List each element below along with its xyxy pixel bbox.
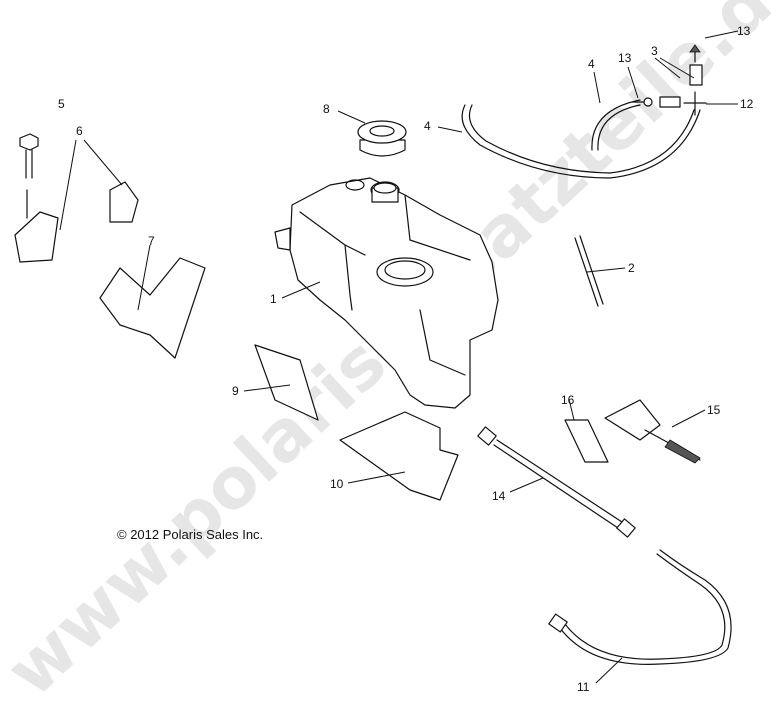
retaining-rod (574, 235, 604, 307)
fuel-tank (274, 177, 499, 409)
callout-labels: 1 2 3 4 4 5 6 7 8 9 10 11 12 13 13 14 15… (58, 24, 754, 694)
callout-15: 15 (707, 403, 721, 417)
callout-10: 10 (330, 477, 344, 491)
fuel-cap (357, 120, 407, 157)
callout-2: 2 (628, 261, 635, 275)
callout-5: 5 (58, 97, 65, 111)
bolt (19, 133, 39, 219)
callout-11: 11 (577, 680, 590, 694)
fuel-sleeve (564, 419, 609, 463)
tank-pad (99, 257, 206, 359)
callout-13a: 13 (618, 51, 632, 65)
vent-hose (461, 99, 701, 179)
vent-fittings (631, 44, 707, 116)
hose-clamp (604, 399, 701, 464)
callout-14: 14 (492, 489, 506, 503)
callout-12: 12 (740, 97, 754, 111)
callout-4a: 4 (588, 57, 595, 71)
leader-lines (59, 30, 739, 684)
callout-8: 8 (323, 102, 330, 116)
callout-6: 6 (76, 124, 83, 138)
copyright-text: © 2012 Polaris Sales Inc. (117, 527, 263, 542)
callout-16: 16 (561, 393, 575, 407)
braided-fuel-line (477, 426, 636, 538)
callout-7: 7 (148, 234, 155, 248)
callout-9: 9 (232, 384, 239, 398)
mounting-brackets (14, 181, 139, 263)
fuel-line (548, 549, 732, 665)
gasket (339, 411, 459, 501)
heat-shield (254, 344, 319, 421)
callout-3: 3 (651, 44, 658, 58)
callout-1: 1 (270, 292, 277, 306)
callout-13b: 13 (737, 24, 751, 38)
callout-4b: 4 (424, 119, 431, 133)
